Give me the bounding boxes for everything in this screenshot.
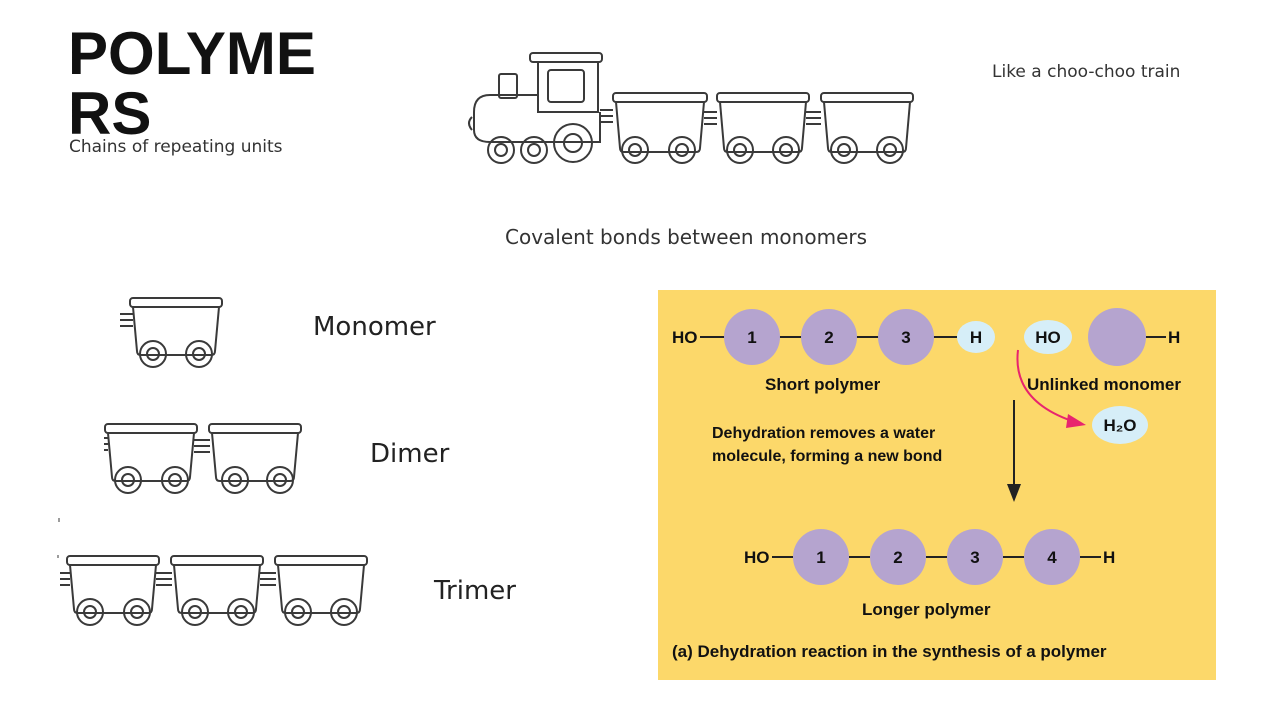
monomer-car-icon	[120, 297, 223, 368]
dehydration-line-2: molecule, forming a new bond	[712, 448, 942, 465]
unlinked-ho-label: HO	[1035, 328, 1061, 347]
bond-note: Covalent bonds between monomers	[505, 225, 868, 249]
train-illustration	[468, 52, 914, 164]
short-unit-3	[878, 309, 934, 365]
long-unit-1	[793, 529, 849, 585]
unlinked-monomer-label: Unlinked monomer	[1027, 375, 1181, 394]
reaction-arrow-head-icon	[1007, 484, 1021, 502]
tagline: Like a choo-choo train	[992, 62, 1181, 82]
longer-polymer-label: Longer polymer	[862, 600, 991, 619]
long-unit-2-label: 2	[893, 548, 902, 567]
dimer-cars-icon	[104, 423, 302, 494]
train-car-1	[612, 92, 708, 164]
engine-icon	[468, 52, 613, 164]
water-arrow-head-icon	[1066, 414, 1086, 428]
short-ho-label: HO	[672, 328, 698, 347]
water-arrow	[1016, 349, 1073, 422]
long-h-label: H	[1103, 548, 1115, 567]
short-unit-1-label: 1	[747, 328, 756, 347]
dehydration-figure: HO 1 2 3 H HO H Short polymer Unlinked m…	[658, 290, 1216, 680]
slide-title: POLYMERS	[68, 20, 316, 147]
trimer-cars-icon	[57, 518, 368, 626]
water-label: H₂O	[1103, 416, 1136, 435]
long-unit-3	[947, 529, 1003, 585]
figure-caption: (a) Dehydration reaction in the synthesi…	[672, 642, 1107, 661]
slide-subtitle: Chains of repeating units	[69, 137, 283, 157]
water-bubble	[1092, 406, 1148, 444]
dimer-label: Dimer	[370, 439, 450, 469]
short-unit-3-label: 3	[901, 328, 910, 347]
long-ho-label: HO	[744, 548, 770, 567]
train-car-3	[820, 92, 914, 164]
long-unit-3-label: 3	[970, 548, 979, 567]
trimer-label: Trimer	[434, 576, 516, 606]
monomer-label: Monomer	[313, 312, 436, 342]
short-unit-1	[724, 309, 780, 365]
long-unit-1-label: 1	[816, 548, 825, 567]
train-car-2	[716, 92, 810, 164]
short-unit-2	[801, 309, 857, 365]
unlinked-h-label: H	[1168, 328, 1180, 347]
short-unit-2-label: 2	[824, 328, 833, 347]
unlinked-monomer-circle	[1088, 308, 1146, 366]
short-polymer-label: Short polymer	[765, 375, 881, 394]
ho-bubble	[1024, 320, 1072, 354]
hydrogen-bubble	[957, 321, 995, 353]
short-h-label: H	[970, 328, 982, 347]
dehydration-line-1: Dehydration removes a water	[712, 425, 935, 442]
long-unit-4-label: 4	[1047, 548, 1057, 567]
long-unit-2	[870, 529, 926, 585]
long-unit-4	[1024, 529, 1080, 585]
